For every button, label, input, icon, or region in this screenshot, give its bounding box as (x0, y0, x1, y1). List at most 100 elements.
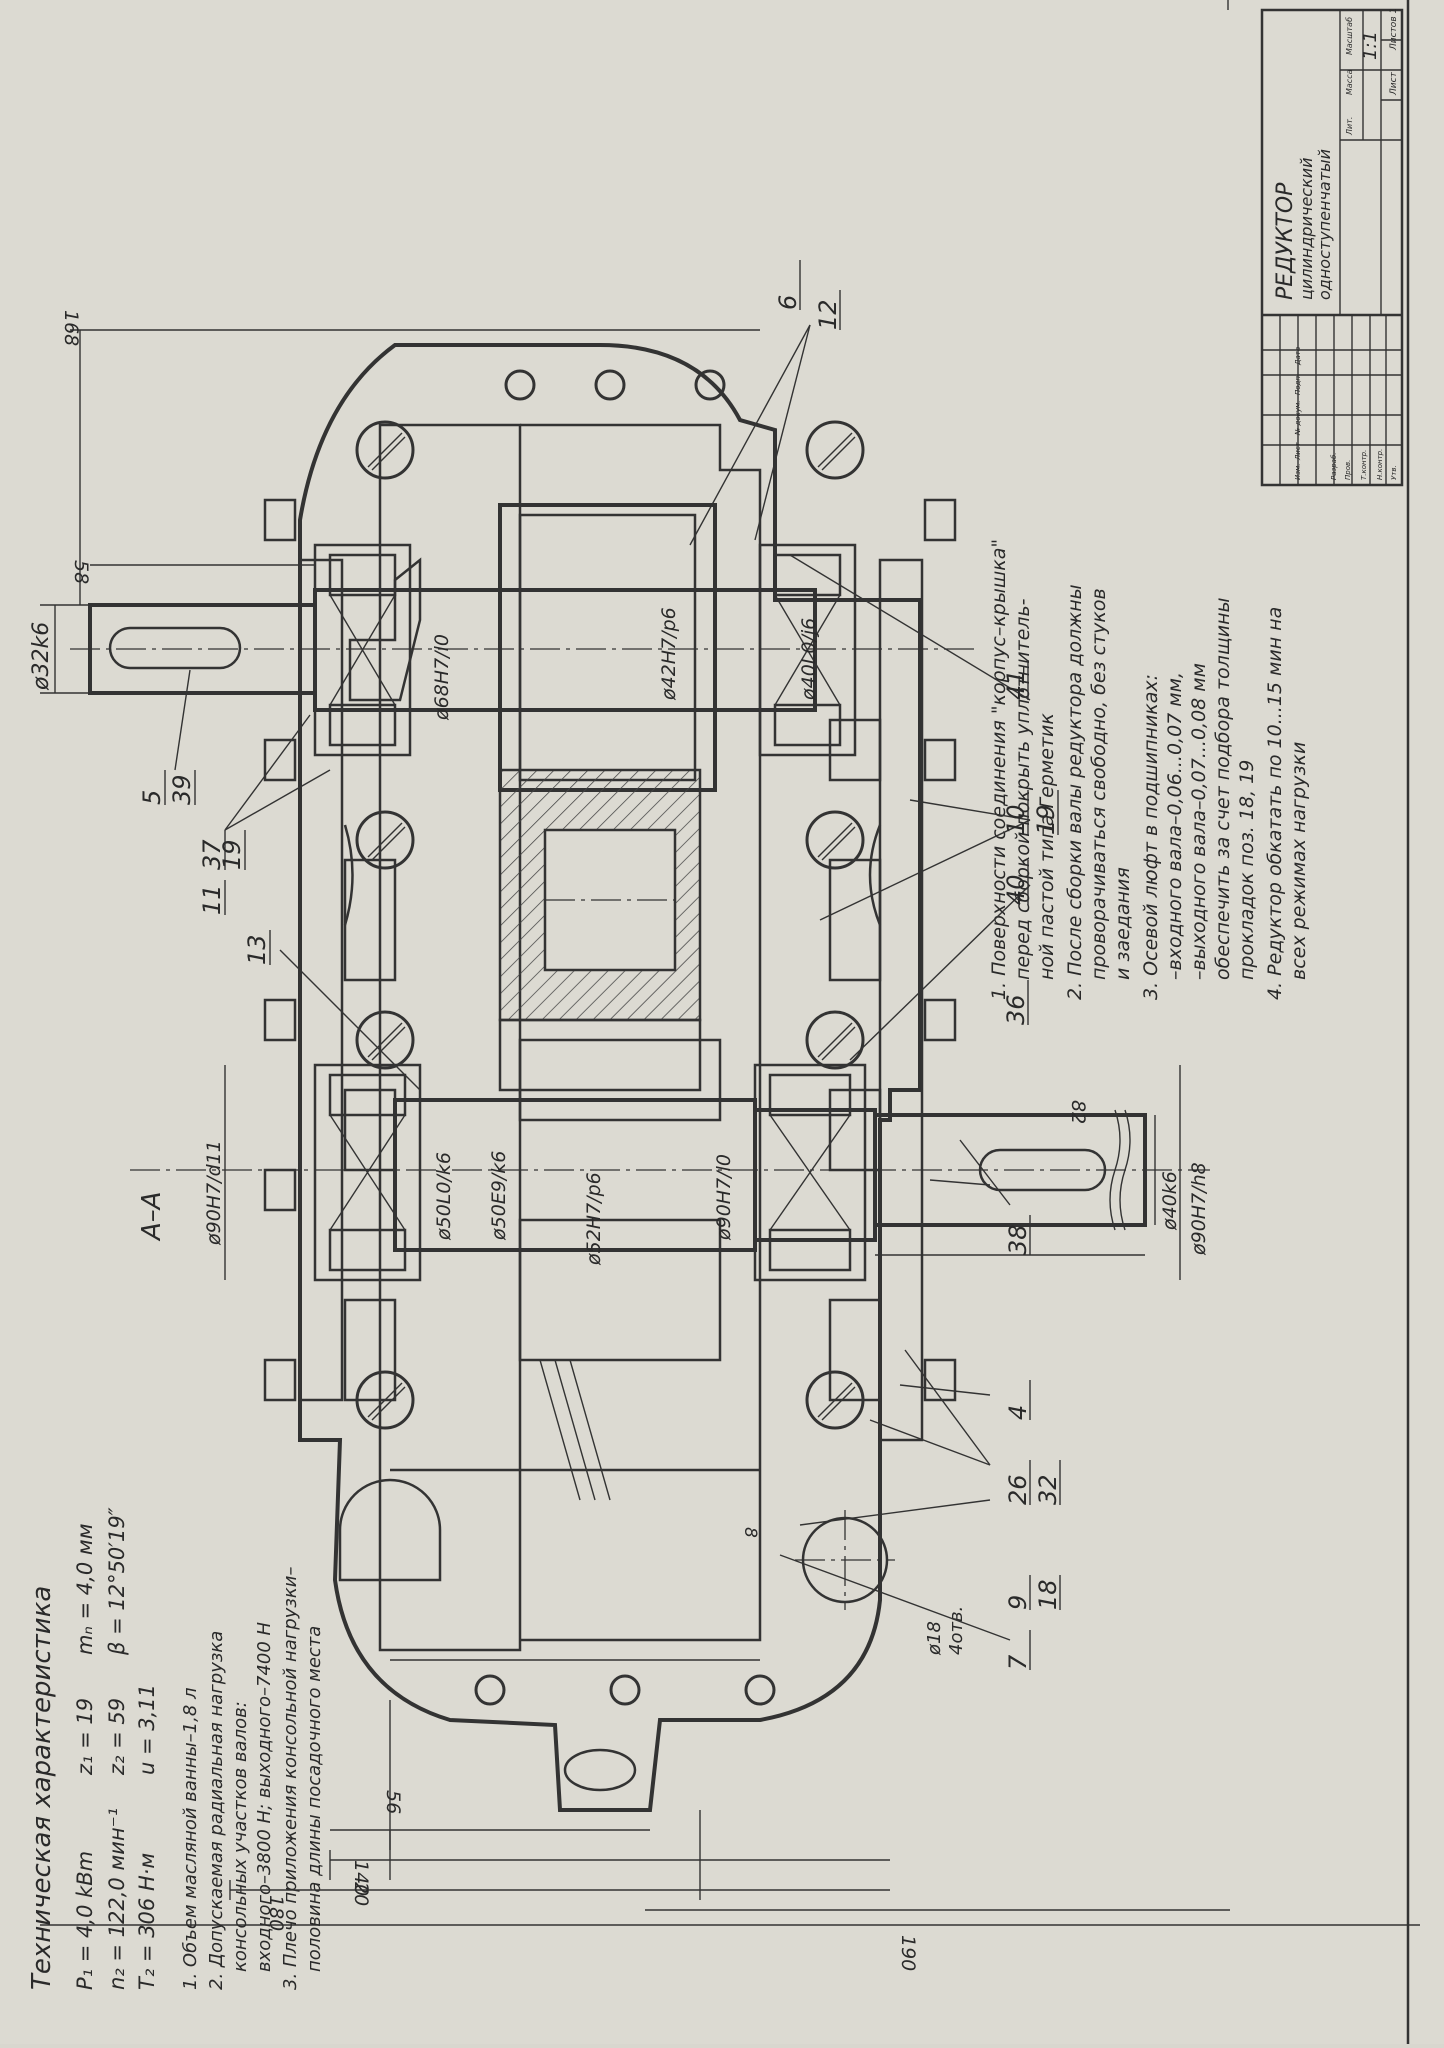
position-number: 26 (1004, 1474, 1032, 1505)
position-number: 32 (1034, 1474, 1062, 1505)
position-number: 19 (218, 839, 246, 870)
position-number: 7 (1004, 1654, 1032, 1670)
hex-head (923, 998, 957, 1042)
title-row: Лист (1294, 441, 1302, 461)
tech-note: входного–3800 Н; выходного–7400 Н (254, 1621, 275, 1972)
position-number: 18 (1034, 1579, 1062, 1610)
title-sheet: Лист (1389, 71, 1399, 96)
hex-head (263, 1358, 297, 1402)
dim-value: 168 (60, 310, 82, 346)
bolt (355, 1010, 415, 1070)
title-row: Изм. (1294, 464, 1302, 480)
bolt (355, 810, 415, 870)
dim-value: 20 (350, 1882, 372, 1906)
technical-requirements: 1. Поверхности соединения "корпус–крышка… (988, 539, 1310, 1000)
hex-head (923, 1358, 957, 1402)
tech-characteristics: Техническая характеристика P₁ = 4,0 kBm … (27, 1507, 325, 1990)
tech-param: β = 12°50′19″ (105, 1507, 129, 1656)
dimension-lines (40, 329, 1230, 1911)
position-number: 9 (1004, 1595, 1032, 1610)
hex-head (923, 738, 957, 782)
req-line: всех режимах нагрузки (1288, 742, 1310, 980)
hex-head (263, 738, 297, 782)
position-number: 19 (1032, 804, 1060, 835)
title-mass: Масса (1345, 69, 1354, 95)
position-number: 5 (138, 790, 166, 805)
title-row: Пров. (1344, 460, 1352, 480)
fit-label: ø90H7/l0 (713, 1154, 735, 1241)
tech-note: 2. Допускаемая радиальная нагрузка (206, 1631, 227, 1990)
req-line: проворачиваться свободно, без стуков (1088, 588, 1110, 980)
title-row: Т.контр. (1360, 450, 1368, 480)
fit-label: 4отв. (946, 1606, 967, 1655)
tech-param: n₂ = 122,0 мин⁻¹ (105, 1808, 129, 1990)
hex-head (263, 498, 297, 542)
title-scale: 1:1 (1360, 31, 1381, 60)
tech-param: P₁ = 4,0 kBm (73, 1851, 97, 1990)
dimension-values: 168 58 82 8 56 140 20 180 190 (60, 310, 1089, 1971)
screw (504, 369, 536, 401)
req-line: и заедания (1112, 867, 1134, 980)
output-gear (498, 768, 702, 1092)
req-line: –входного вала–0,06...0,07 мм, (1164, 672, 1186, 980)
input-shaft (70, 503, 980, 792)
title-name: одноступенчатый (1315, 149, 1334, 300)
position-number: 38 (1004, 1224, 1032, 1255)
title-row: Разраб. (1330, 452, 1338, 480)
dim-value: 82 (1067, 1100, 1089, 1124)
fit-label: ø42H7/p6 (658, 607, 680, 701)
req-line: 1. Поверхности соединения "корпус–крышка… (988, 539, 1010, 1000)
bearing-input-left (313, 543, 412, 757)
tech-param: z₂ = 59 (105, 1698, 129, 1776)
position-callouts: 5 39 37 11 19 13 40 36 10 19 41 6 12 38 … (138, 260, 1062, 1670)
req-line: 3. Осевой люфт в подшипниках: (1140, 674, 1162, 1000)
screw (594, 369, 626, 401)
tech-param: mₙ = 4,0 мм (73, 1523, 97, 1655)
position-number: 10 (1002, 804, 1030, 835)
bearing-output-left (313, 1063, 422, 1282)
position-number: 36 (1002, 994, 1030, 1025)
position-number: 39 (168, 774, 196, 805)
lifting-eye (338, 1478, 442, 1582)
tech-param: u = 3,11 (135, 1684, 159, 1775)
position-number: 6 (774, 295, 802, 310)
hex-head (923, 498, 957, 542)
tech-note: 1. Объем масляной ванны–1,8 л (180, 1687, 201, 1990)
fit-label: ø40L0/j6 (798, 618, 820, 701)
fit-label: ø90H7/h8 (1188, 1162, 1210, 1256)
screw (474, 1674, 506, 1706)
bearing-input-right (758, 543, 857, 757)
screw (609, 1674, 641, 1706)
housing-outline (298, 343, 924, 1812)
tech-note: консольных участков валов: (230, 1701, 251, 1972)
tech-note: половина длины посадочного места (304, 1626, 325, 1972)
title-block: РЕДУКТОР цилиндрический одноступенчатый … (1260, 8, 1404, 487)
tech-note: 3. Плечо приложения консольной нагрузки– (280, 1567, 301, 1990)
title-lit: Лит. (1345, 117, 1354, 136)
title-row: Н.контр. (1376, 449, 1384, 480)
req-line: перед сборкой покрыть уплотнитель- (1012, 598, 1034, 980)
req-line: ной пастой типа Герметик (1036, 713, 1058, 980)
bolt (805, 1370, 865, 1430)
req-line: 4. Редуктор обкатать по 10...15 мин на (1264, 607, 1286, 1000)
hex-head (263, 1168, 297, 1212)
fit-label: ø50L0/k6 (433, 1152, 455, 1241)
position-number: 13 (243, 934, 271, 965)
tech-title: Техническая характеристика (27, 1586, 57, 1990)
dim-value: 140 (350, 1860, 372, 1896)
dim-value: 56 (382, 1790, 404, 1814)
bolt (805, 1010, 865, 1070)
flange-bolts (263, 369, 957, 1792)
title-row: Дата (1294, 347, 1302, 366)
fit-label: ø68H7/l0 (431, 634, 453, 721)
position-number: 41 (1002, 669, 1030, 700)
bolt (355, 1370, 415, 1430)
req-line: обеспечить за счет подбора толщины (1212, 598, 1234, 981)
position-number: 12 (814, 299, 842, 330)
oil-plug (563, 1748, 637, 1792)
fit-label: ø50E9/k6 (488, 1151, 510, 1241)
dim-value: 180 (265, 1895, 287, 1931)
screw (744, 1674, 776, 1706)
